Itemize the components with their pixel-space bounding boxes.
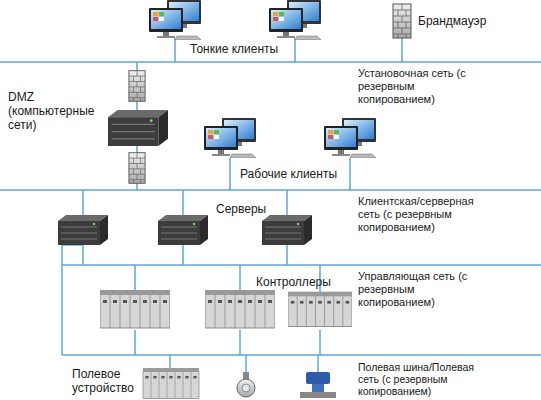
drop-wire (61, 245, 63, 355)
network-wires (0, 38, 541, 372)
drop-wire (174, 38, 176, 62)
network-label: Установочная сеть (с резервным копирован… (358, 67, 490, 106)
sensor-icon (237, 372, 255, 397)
drop-wire (319, 330, 321, 355)
drop-wire (349, 158, 351, 190)
firewall-icon (393, 4, 411, 38)
drop-wire (239, 265, 241, 292)
drop-wire (182, 245, 184, 265)
network-label: Клиентская/серверная сеть (с резервным к… (358, 195, 490, 234)
actuator-icon (300, 372, 336, 398)
device-label: Полевое устройство (72, 367, 140, 395)
network-bus (62, 354, 541, 356)
network-bus (62, 264, 541, 266)
drop-wire (134, 265, 136, 292)
drop-wire (239, 330, 241, 355)
network-label: Полевая шина/Полевая сеть (с резервным к… (358, 361, 490, 397)
group-label: Тонкие клиенты (190, 42, 290, 56)
workstation-icon (324, 118, 376, 158)
drop-wire (286, 245, 288, 265)
workstation-icon (204, 118, 256, 158)
server-icon (158, 215, 208, 245)
drop-wire (294, 38, 296, 62)
drop-wire (286, 190, 288, 218)
firewall-icon (129, 153, 145, 184)
drop-wire (317, 355, 319, 372)
dmz-server-icon (108, 110, 168, 146)
drop-wire (82, 190, 84, 218)
controller-icon (100, 290, 170, 328)
firewall-label: Брандмауэр (418, 14, 533, 28)
field-device-icon (143, 368, 199, 398)
network-bus (0, 61, 541, 63)
drop-wire (82, 245, 84, 265)
drop-wire (182, 190, 184, 218)
server-icon (58, 215, 108, 245)
group-label: Рабочие клиенты (240, 167, 345, 181)
drop-wire (169, 355, 171, 370)
server-icon (262, 215, 312, 245)
group-label: Серверы (216, 202, 260, 216)
group-label: Контроллеры (256, 275, 336, 289)
thin-client-icon (269, 0, 321, 40)
network-label: Управляющая сеть (с резервным копировани… (358, 270, 490, 309)
drop-wire (229, 158, 231, 190)
firewall-icon (129, 71, 145, 102)
controller-icon (205, 290, 275, 328)
controller-icon (288, 292, 352, 327)
drop-wire (134, 330, 136, 355)
drop-wire (401, 38, 403, 62)
network-bus (0, 189, 541, 191)
zone-label: DMZ (компьютерные сети) (8, 90, 104, 132)
drop-wire (245, 355, 247, 372)
thin-client-icon (149, 0, 201, 40)
